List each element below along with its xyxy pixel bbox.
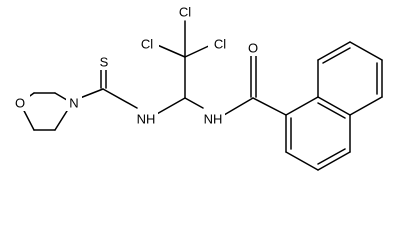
bond-n-thiocarbonyl-c (79, 88, 104, 99)
atom-label-nitrogen-morpholine: N (69, 96, 78, 111)
atom-label-nh-thiourea: NH (137, 112, 156, 127)
bond-naph-c8-c7-inner (322, 47, 351, 64)
chemical-structure: O N S NH NH O Cl Cl Cl (10, 4, 383, 171)
bond-naph-c3-c4-inner (317, 148, 346, 165)
bond-carbonyl-naphthalene (252, 97, 287, 116)
atom-labels: O N S NH NH O Cl Cl Cl (10, 4, 261, 127)
bond-naph-c4a-c8a (317, 96, 351, 116)
bond-naph-c2-c3 (285, 151, 319, 171)
bond-naph-c4a-c8a-inner (317, 102, 346, 119)
bond-nh-ch (154, 97, 186, 116)
atom-label-oxygen-carbonyl: O (248, 41, 258, 56)
atom-label-chlorine-top: Cl (179, 5, 191, 20)
atom-label-oxygen-morpholine: O (15, 96, 25, 111)
atom-label-nh-amide: NH (204, 112, 223, 127)
bond-naph-c8a-c1 (285, 96, 319, 116)
bond-naph-c7-c6 (349, 41, 383, 61)
bond-ch-nh-amide (184, 97, 204, 109)
atom-label-chlorine-left: Cl (141, 37, 153, 52)
atom-label-chlorine-right: Cl (214, 37, 226, 52)
atom-label-sulfur: S (100, 55, 109, 70)
bond-thiocarbonyl-c-nh (102, 88, 138, 109)
bond-nh-carbonyl-c (223, 97, 254, 116)
bond-naph-c5-c4a (349, 96, 383, 116)
bond-naph-c3-c4 (317, 151, 351, 171)
bond-naph-c8-c7 (317, 41, 351, 61)
bonds (19, 20, 383, 171)
bond-c-cl-left (154, 43, 186, 58)
